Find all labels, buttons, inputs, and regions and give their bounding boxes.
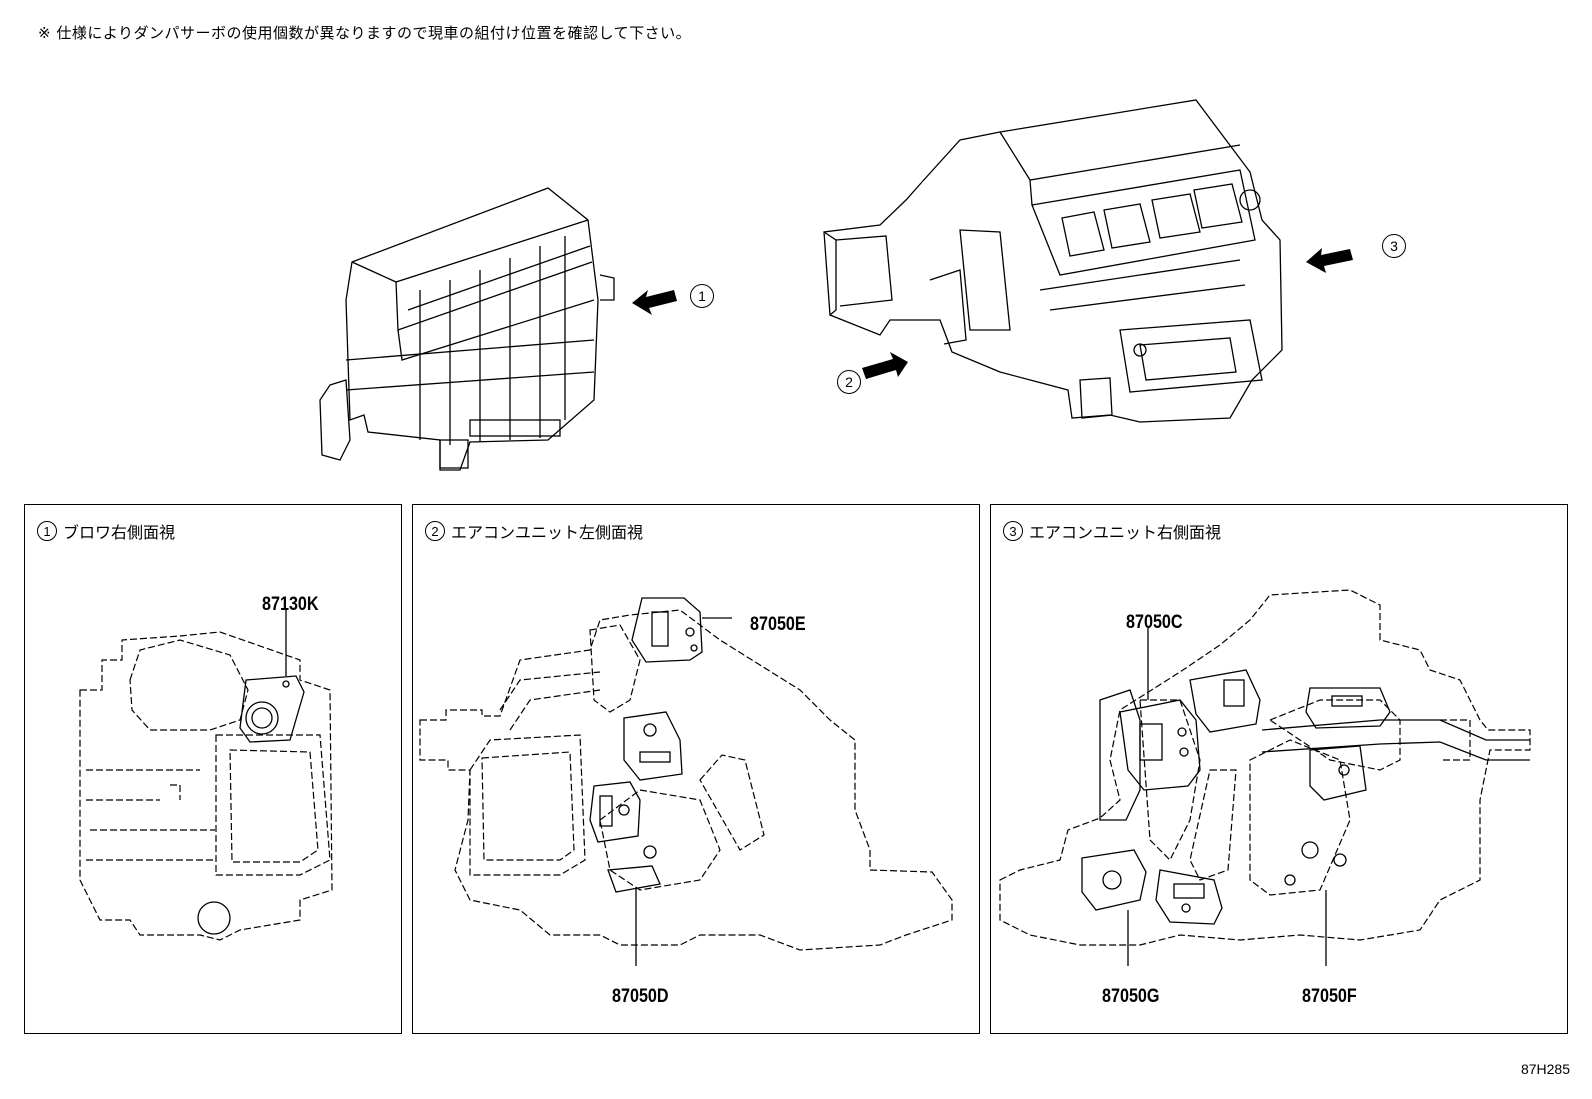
view-arrow-3: [1306, 248, 1353, 273]
callout-3-number: 3: [1382, 234, 1406, 258]
callout-1: 1: [690, 284, 714, 308]
servo-87050G-drawing: [1081, 849, 1223, 966]
servo-87050E-drawing: [631, 597, 732, 663]
view-arrow-2: [862, 352, 908, 379]
panel1-outline-drawing: [79, 631, 333, 941]
callout-2-number: 2: [837, 370, 861, 394]
servo-87050F-drawing: [1284, 874, 1327, 966]
panel2-outline-drawing: [419, 609, 953, 951]
servo-87130K-drawing: [197, 608, 305, 935]
part-87050F-label: 87050F: [1302, 986, 1357, 1007]
servo-87050C-drawing: [1099, 628, 1201, 821]
blower-unit-illustration: [319, 187, 615, 471]
panel-1-label: ブロワ右側面視: [63, 523, 176, 542]
panel-2-label: エアコンユニット左側面視: [451, 523, 644, 542]
servo-87050-center-drawing: [589, 711, 683, 966]
callout-1-number: 1: [690, 284, 714, 308]
view-arrow-1: [632, 290, 677, 315]
part-87050E-label: 87050E: [750, 614, 806, 635]
servo-upper-right-drawing: [1189, 669, 1391, 801]
panel-3-label: エアコンユニット右側面視: [1029, 523, 1222, 542]
panel-2-number: 2: [425, 521, 445, 541]
panel-ac-unit-left-view: 2 エアコンユニット左側面視: [412, 504, 980, 1034]
note-text: ※ 仕様によりダンパサーボの使用個数が異なりますので現車の組付け位置を確認して下…: [38, 24, 692, 42]
callout-2: 2: [837, 370, 861, 394]
panel-2-title: 2 エアコンユニット左側面視: [425, 519, 643, 543]
panel-blower-right-view: 1 ブロワ右側面視: [24, 504, 402, 1034]
callout-3: 3: [1382, 234, 1406, 258]
ac-duct-pipe-drawing: [1261, 719, 1530, 867]
panel-1-title: 1 ブロワ右側面視: [37, 519, 175, 543]
panel-ac-unit-right-view: 3 エアコンユニット右側面視: [990, 504, 1568, 1034]
panel-1-number: 1: [37, 521, 57, 541]
part-87050G-label: 87050G: [1102, 986, 1160, 1007]
panel-3-title: 3 エアコンユニット右側面視: [1003, 519, 1221, 543]
panel-3-number: 3: [1003, 521, 1023, 541]
part-87050D-label: 87050D: [612, 986, 669, 1007]
drawing-code: 87H285: [1520, 1061, 1570, 1077]
part-87050C-label: 87050C: [1126, 612, 1183, 633]
part-87130K-label: 87130K: [262, 594, 319, 615]
ac-unit-illustration: [823, 99, 1283, 423]
